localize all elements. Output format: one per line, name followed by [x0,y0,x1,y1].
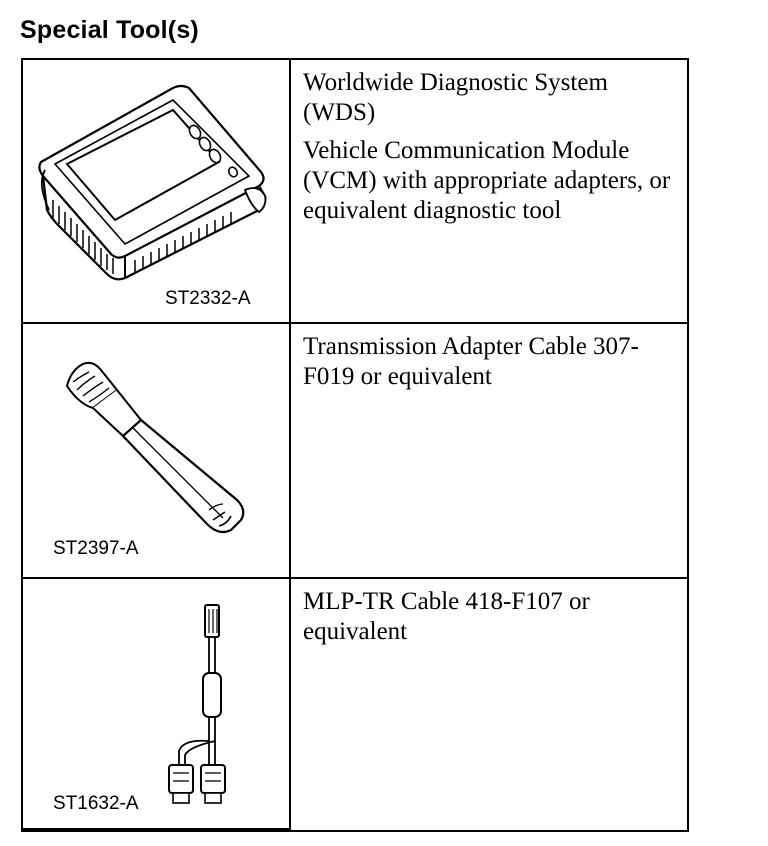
tool-description-line: MLP-TR Cable 418-F107 or equivalent [303,588,590,645]
special-tools-table: ST2332-A Worldwide Diagnostic System (WD… [21,58,689,832]
tool-description-line: Transmission Adapter Cable 307-F019 or e… [303,333,639,390]
tool-description: Worldwide Diagnostic System (WDS) Vehicl… [291,60,687,324]
figure-code: ST1632-A [53,793,139,814]
tool-description: Transmission Adapter Cable 307-F019 or e… [291,324,687,579]
tool-description-line: Worldwide Diagnostic System (WDS) [303,69,608,126]
figure-code: ST2332-A [165,288,251,309]
figure-code: ST2397-A [53,538,139,559]
page-title: Special Tool(s) [20,16,199,44]
tool-image-cell: ST1632-A [23,579,291,830]
tool-description: MLP-TR Cable 418-F107 or equivalent [291,579,687,830]
tool-image-cell: ST2332-A [23,60,291,324]
mlp-tr-cable-icon [168,604,226,804]
tool-image-cell: ST2397-A [23,324,291,579]
tool-description-line: Vehicle Communication Module (VCM) with … [303,137,671,224]
diagnostic-tablet-icon [38,84,267,281]
adapter-cable-icon [65,361,245,534]
